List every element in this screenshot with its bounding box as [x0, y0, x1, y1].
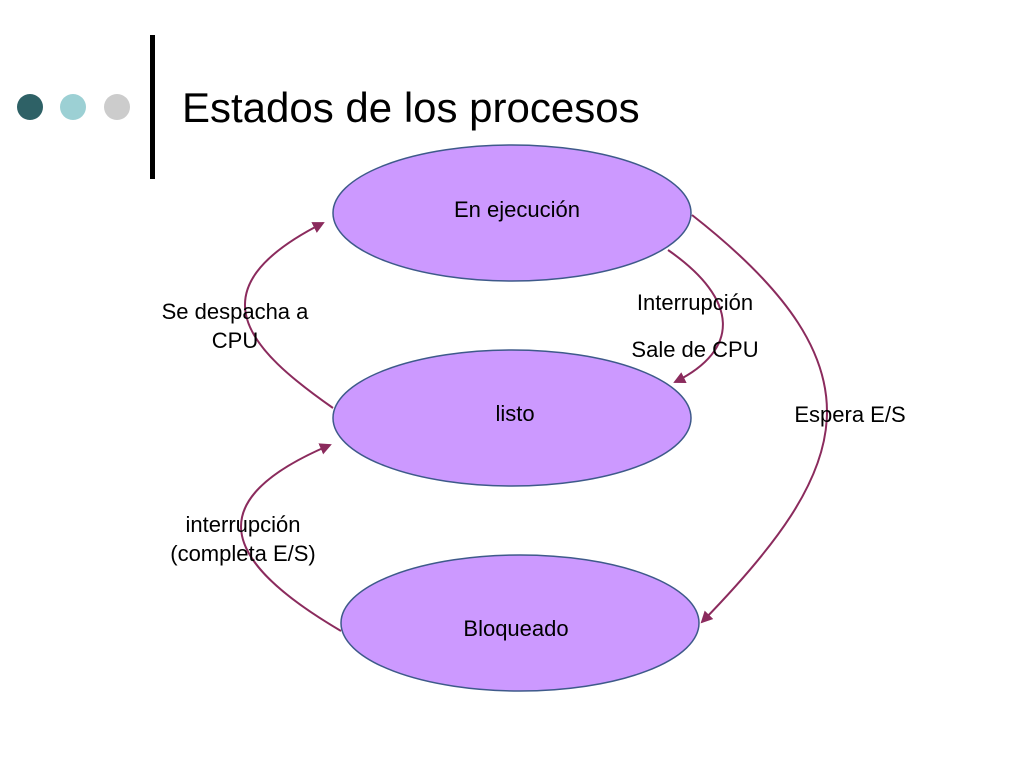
- node-label-bloqueado: Bloqueado: [463, 616, 568, 641]
- node-listo: listo: [332, 349, 692, 487]
- decorative-dot-gray: [104, 94, 130, 120]
- decorative-dot-light: [60, 94, 86, 120]
- edge-listo-to-ejecucion: [243, 222, 334, 409]
- edge-label-sale-cpu: Sale de CPU: [631, 337, 759, 362]
- node-en-ejecucion: En ejecución: [332, 144, 692, 282]
- edge-label-completa-line1: interrupción: [185, 512, 301, 537]
- edge-label-completa-line2: (completa E/S): [170, 541, 316, 566]
- page-title: Estados de los procesos: [182, 84, 640, 131]
- edge-ejecucion-to-listo: [667, 249, 724, 383]
- node-bloqueado: Bloqueado: [340, 554, 700, 692]
- title-divider: [150, 35, 155, 179]
- edge-label-espera: Espera E/S: [794, 402, 906, 427]
- edge-bloqueado-to-listo: [240, 443, 342, 632]
- edge-label-despacha-line1: Se despacha a: [161, 299, 309, 324]
- edge-label-interrupcion: Interrupción: [636, 290, 754, 315]
- decorative-dot-dark: [17, 94, 43, 120]
- edge-label-despacha-line2: CPU: [211, 328, 259, 353]
- edge-label-despacha: Se despacha a CPU: [140, 297, 330, 355]
- node-label-en-ejecucion: En ejecución: [454, 197, 580, 222]
- edge-ejecucion-to-bloqueado: [691, 214, 828, 624]
- edge-label-completa: interrupción (completa E/S): [143, 510, 343, 568]
- node-label-listo: listo: [495, 401, 534, 426]
